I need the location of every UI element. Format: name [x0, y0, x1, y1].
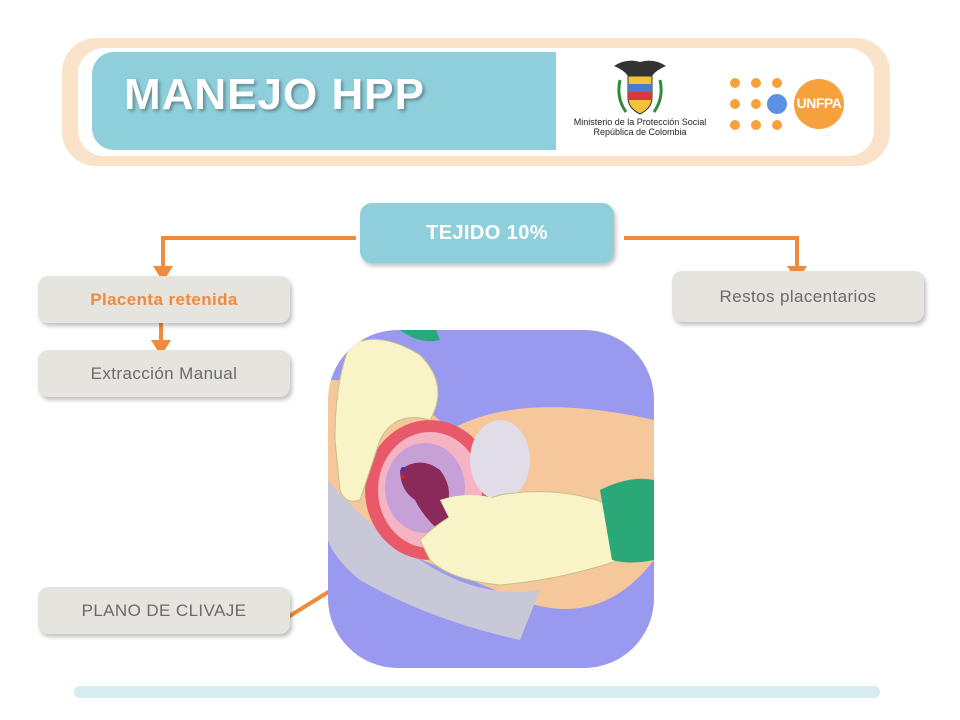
connector-left	[161, 236, 356, 268]
root-node-label: TEJIDO 10%	[426, 221, 548, 244]
unfpa-dot	[730, 120, 740, 130]
unfpa-dot	[751, 78, 761, 88]
arrowhead-down	[151, 340, 171, 356]
page-title: MANEJO HPP	[124, 70, 425, 119]
unfpa-dot	[751, 120, 761, 130]
manual-extraction-illustration	[328, 330, 654, 668]
un-emblem-icon	[767, 94, 787, 114]
node-restos-placentarios-label: Restos placentarios	[719, 286, 877, 306]
unfpa-logo	[794, 79, 844, 129]
root-node: TEJIDO 10%	[360, 203, 614, 263]
ministry-line-1: Ministerio de la Protección Social	[573, 117, 707, 127]
connector-right	[624, 236, 799, 268]
title-bar	[92, 52, 556, 150]
node-placenta-retenida: Placenta retenida	[38, 276, 290, 323]
annotation-plano-clivaje: PLANO DE CLIVAJE	[38, 587, 290, 634]
unfpa-dot	[730, 99, 740, 109]
footer-bar	[74, 686, 880, 698]
node-placenta-retenida-label: Placenta retenida	[90, 289, 238, 309]
unfpa-dot	[751, 99, 761, 109]
unfpa-dot	[772, 78, 782, 88]
node-restos-placentarios: Restos placentarios	[672, 271, 924, 322]
arrowhead-left	[153, 266, 173, 282]
unfpa-logo-text: UNFPA	[796, 95, 842, 111]
ministry-line-2: República de Colombia	[593, 127, 687, 137]
ministry-label: Ministerio de la Protección Social Repúb…	[570, 117, 710, 137]
unfpa-dot	[730, 78, 740, 88]
node-extraccion-manual-label: Extracción Manual	[90, 363, 238, 383]
unfpa-dot	[772, 120, 782, 130]
node-extraccion-manual: Extracción Manual	[38, 350, 290, 397]
annotation-plano-clivaje-label: PLANO DE CLIVAJE	[81, 600, 247, 620]
